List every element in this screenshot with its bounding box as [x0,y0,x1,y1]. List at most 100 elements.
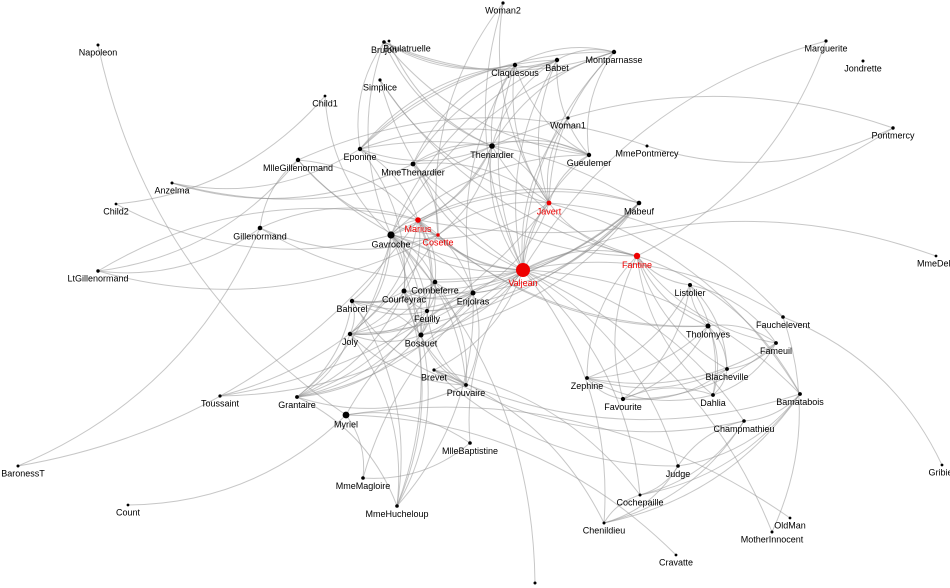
graph-node-thenardier[interactable] [489,143,495,149]
graph-edge [367,41,392,236]
graph-node-brevet[interactable] [432,368,436,372]
graph-node-joly[interactable] [347,331,353,337]
graph-edge [296,396,398,507]
graph-node-oldman[interactable] [788,516,792,520]
graph-edge [412,64,516,165]
graph-node-mmemagloire[interactable] [361,476,365,480]
graph-node-bamatabois[interactable] [798,392,802,396]
graph-edge [614,255,638,400]
graph-node-blacheville[interactable] [725,367,729,371]
graph-edge [390,234,524,272]
graph-edge [259,159,299,229]
graph-edge [115,95,326,205]
graph-node-judge[interactable] [676,464,680,468]
graph-edge [712,368,728,396]
graph-node-motherinnocent[interactable] [770,530,774,534]
graph-node-gavroche[interactable] [387,231,395,239]
graph-node-chenildieu[interactable] [602,521,606,525]
graph-node-count[interactable] [126,503,130,507]
graph-node-boulatruelle[interactable] [387,39,391,43]
graph-node-toussaint[interactable] [218,394,222,398]
graph-node-combeferre[interactable] [432,279,438,285]
graph-node-mmeder[interactable] [934,254,938,258]
graph-node-mmethenardier[interactable] [410,161,416,167]
graph-node-brujon[interactable] [382,40,386,44]
graph-edge [603,420,745,524]
graph-node-baronesst[interactable] [16,464,20,468]
graph-node-bossuet[interactable] [418,332,424,338]
graph-node-anzelma[interactable] [170,181,174,185]
graph-node-javert[interactable] [546,200,552,206]
graph-node-bahorel[interactable] [349,298,355,304]
graph-node-mabeuf[interactable] [636,200,642,206]
graph-node-gueulemer[interactable] [586,152,592,158]
graph-edge [97,159,299,272]
graph-edge [603,494,641,524]
node-label-mmeder: MmeDeR [917,258,950,268]
graph-node-mllegillenormand[interactable] [295,157,301,163]
graph-edge [515,59,558,271]
graph-node-marius[interactable] [415,217,421,223]
graph-edge [359,141,640,204]
graph-node-cosette[interactable] [436,233,440,237]
graph-node-montparnasse[interactable] [611,49,617,55]
graph-node-eponine[interactable] [357,146,363,152]
graph-node-simplice[interactable] [378,78,382,82]
node-label-mllebaptistine: MlleBaptistine [442,446,498,456]
graph-edge [537,59,558,204]
graph-node-prouvaire[interactable] [464,383,468,387]
graph-node-woman1[interactable] [566,116,570,120]
graph-node-mllebaptistine[interactable] [468,441,472,445]
graph-edge [417,219,474,294]
graph-node-grantaire[interactable] [295,395,299,399]
graph-node-jondrette[interactable] [861,59,865,63]
graph-edge [465,64,516,294]
node-label-mmemagloire: MmeMagloire [336,481,391,491]
graph-node-gribier[interactable] [940,463,944,467]
graph-node-pontmercy[interactable] [891,126,895,130]
graph-edge [522,40,827,271]
graph-node-feuilly[interactable] [424,308,430,314]
graph-node-gillenormand[interactable] [257,225,263,231]
graph-node-dahlia[interactable] [711,393,715,397]
graph-edge [390,234,536,584]
node-label-cravatte: Cravatte [659,557,693,567]
graph-edge [522,269,773,533]
graph-node-child2[interactable] [114,202,118,206]
graph-node-myriel[interactable] [342,411,350,419]
graph-node-babet[interactable] [554,57,560,63]
graph-node-champmathieu[interactable] [742,419,746,423]
graph-edge [97,234,439,290]
graph-node-marguerite[interactable] [824,39,828,43]
graph-node-favourite[interactable] [620,396,626,402]
node-label-grantaire: Grantaire [278,400,316,410]
graph-node-child1[interactable] [323,94,327,98]
graph-edge [689,284,728,370]
graph-edge [491,145,550,204]
graph-node-cravatte[interactable] [674,553,678,557]
graph-node-courfeyrac[interactable] [401,288,407,294]
graph-node-cochepaille[interactable] [638,493,642,497]
graph-node-listolier[interactable] [688,283,692,287]
graph-node-ltgillenormand[interactable] [96,269,100,273]
graph-edge [522,261,784,318]
graph-node-enjolras[interactable] [470,290,476,296]
graph-edge [522,154,590,271]
graph-node-valjean[interactable] [516,263,530,277]
graph-node-mmepontmercy[interactable] [645,144,649,148]
graph-node-claquesous[interactable] [512,62,518,68]
graph-node-mmehucheloup[interactable] [395,504,399,508]
graph-node-unlabeled1[interactable] [533,581,537,585]
node-label-napoleon: Napoleon [79,48,118,58]
graph-node-zephine[interactable] [585,376,589,380]
graph-edge [351,300,428,315]
graph-node-napoleon[interactable] [96,43,100,47]
graph-node-tholomyes[interactable] [705,323,711,329]
graph-edge [548,202,638,257]
graph-node-fauchelevent[interactable] [781,315,785,319]
graph-edge [514,64,590,156]
graph-node-woman2[interactable] [501,1,505,5]
graph-node-fameuil[interactable] [774,341,778,345]
graph-node-fantine[interactable] [633,252,641,260]
graph-edge [426,310,467,386]
